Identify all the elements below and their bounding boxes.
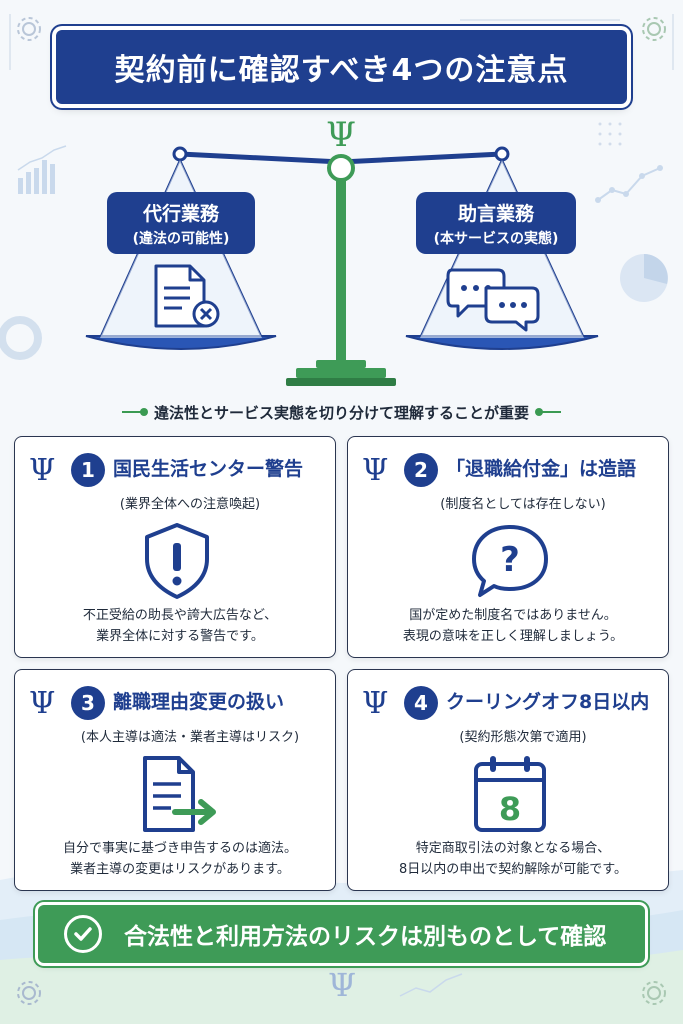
check-icon: [74, 927, 92, 941]
card-subtitle: (本人主導は適法・業者主導はリスク): [80, 730, 300, 745]
card-description-line: 国が定めた制度名ではありません。: [409, 608, 617, 623]
card-title: 離職理由変更の扱い: [113, 691, 285, 713]
card-subtitle: (業界全体への注意喚起): [119, 497, 261, 512]
left-pan-subtitle: (違法の可能性): [132, 230, 230, 247]
card-number: 4: [404, 686, 438, 720]
card-description: 自分で事実に基づき申告するのは適法。 業者主導の変更はリスクがあります。: [15, 838, 335, 880]
right-pan-title: 助言業務: [457, 202, 534, 225]
gear-icon: [642, 981, 666, 1005]
card-4: Ψ 4 クーリングオフ8日以内 (契約形態次第で適用) 8 特定商取引法の対象と…: [347, 669, 669, 891]
right-pan-label: 助言業務 (本サービスの実態): [416, 192, 576, 254]
card-description-line: 特定商取引法の対象となる場合、: [415, 841, 611, 856]
bottom-summary-text: 合法性と利用方法のリスクは別ものとして確認: [124, 924, 607, 950]
svg-text:Ψ: Ψ: [326, 115, 356, 155]
card-description: 国が定めた制度名ではありません。 表現の意味を正しく理解しましょう。: [348, 605, 668, 647]
psi-watermark-icon: Ψ: [327, 966, 357, 1004]
card-description-line: 不正受給の助長や誇大広告など、: [82, 608, 278, 623]
chat-bubbles-icon: [446, 268, 540, 332]
card-description: 特定商取引法の対象となる場合、 8日以内の申出で契約解除が可能です。: [348, 838, 668, 880]
gear-icon: [17, 981, 41, 1005]
document-arrow-icon: [143, 756, 216, 832]
left-pan-title: 代行業務: [142, 202, 219, 225]
tagline: 違法性とサービス実態を切り分けて理解することが重要: [0, 400, 683, 424]
card-number: 2: [404, 453, 438, 487]
card-title: 「退職給付金」は造語: [446, 458, 637, 480]
psi-icon: Ψ: [29, 453, 56, 488]
card-subtitle: (契約形態次第で適用): [459, 730, 587, 745]
card-description-line: 業者主導の変更はリスクがあります。: [70, 862, 290, 877]
card-description-line: 自分で事実に基づき申告するのは適法。: [62, 841, 297, 856]
card-2: Ψ 2 「退職給付金」は造語 (制度名としては存在しない) ? 国が定めた制度名…: [347, 436, 669, 658]
gear-icon: [642, 17, 666, 41]
card-number: 3: [71, 686, 105, 720]
card-subtitle: (制度名としては存在しない): [440, 497, 606, 512]
tagline-dash-left: [121, 408, 148, 416]
svg-text:?: ?: [500, 540, 520, 580]
psi-icon: Ψ: [29, 686, 56, 721]
check-circle-icon: [64, 915, 102, 953]
psi-icon: Ψ: [362, 453, 389, 488]
shield-exclamation-icon: [145, 523, 209, 599]
psi-icon: Ψ: [362, 686, 389, 721]
card-description-line: 業界全体に対する警告です。: [96, 629, 264, 644]
card-3: Ψ 3 離職理由変更の扱い (本人主導は適法・業者主導はリスク) 自分で事実に基…: [14, 669, 336, 891]
page-title-banner: 契約前に確認すべき4つの注意点: [56, 30, 627, 104]
card-title: クーリングオフ8日以内: [446, 691, 650, 713]
document-x-icon: [154, 264, 220, 328]
card-1: Ψ 1 国民生活センター警告 (業界全体への注意喚起) 不正受給の助長や誇大広告…: [14, 436, 336, 658]
gear-icon: [17, 17, 41, 41]
tagline-dash-right: [535, 408, 561, 416]
tagline-text: 違法性とサービス実態を切り分けて理解することが重要: [153, 403, 529, 422]
question-bubble-icon: ?: [472, 525, 548, 597]
card-number: 1: [71, 453, 105, 487]
calendar-icon: 8: [474, 756, 546, 832]
calendar-day: 8: [499, 790, 521, 828]
bottom-summary-banner: 合法性と利用方法のリスクは別ものとして確認: [38, 905, 645, 963]
left-pan-label: 代行業務 (違法の可能性): [107, 192, 255, 254]
balance-scale-illustration: Ψ: [85, 115, 599, 386]
page-title: 契約前に確認すべき4つの注意点: [114, 53, 569, 88]
card-description-line: 表現の意味を正しく理解しましょう。: [402, 629, 624, 644]
right-pan-subtitle: (本サービスの実態): [433, 230, 559, 247]
card-title: 国民生活センター警告: [113, 458, 304, 480]
card-description: 不正受給の助長や誇大広告など、 業界全体に対する警告です。: [15, 605, 335, 647]
card-description-line: 8日以内の申出で契約解除が可能です。: [399, 862, 627, 877]
